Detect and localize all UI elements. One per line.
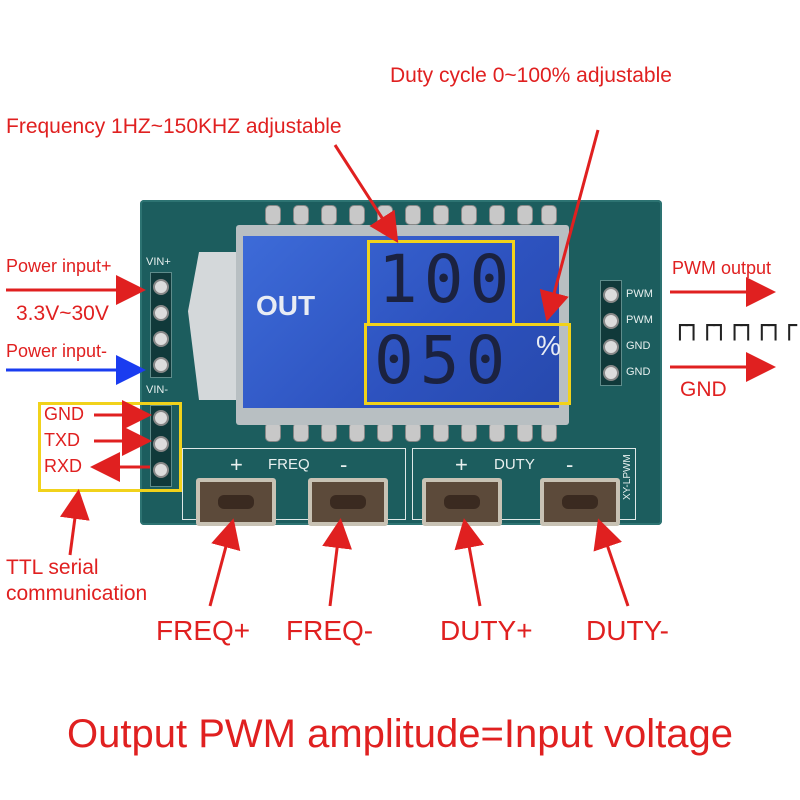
serial-pin-header xyxy=(150,405,172,487)
duty-minus-button-arrow xyxy=(593,518,630,607)
freq-plus-button-arrow xyxy=(208,518,241,607)
power-input-minus-label: Power input- xyxy=(6,341,108,361)
duty-cycle-annotation: Duty cycle 0~100% adjustable xyxy=(390,64,672,87)
freq-button-group xyxy=(182,448,406,520)
duty-minus-silk: - xyxy=(566,452,574,477)
duty-plus-silk: + xyxy=(455,452,468,477)
voltage-range-label: 3.3V~30V xyxy=(16,302,109,325)
pin xyxy=(603,339,619,355)
ttl-serial-label: TTL serial xyxy=(6,556,99,579)
pwm-output-label: PWM output xyxy=(672,258,772,278)
rxd-label: RXD xyxy=(44,456,83,476)
pin-label-pwm-1: PWM xyxy=(626,288,653,300)
freq-minus-label: FREQ- xyxy=(286,615,374,646)
freq-minus-button-arrow xyxy=(322,518,352,607)
txd-label: TXD xyxy=(44,430,80,450)
pin xyxy=(603,313,619,329)
freq-plus-button[interactable] xyxy=(196,478,276,526)
duty-minus-button[interactable] xyxy=(540,478,620,526)
duty-silk-label: DUTY xyxy=(494,456,535,473)
lcd-duty-value: 050 xyxy=(374,322,512,399)
duty-arrow xyxy=(539,129,600,322)
pin-label-pwm-2: PWM xyxy=(626,314,653,326)
freq-minus-button[interactable] xyxy=(308,478,388,526)
pin xyxy=(603,365,619,381)
frequency-arrow xyxy=(333,144,399,244)
communication-label: communication xyxy=(6,582,148,605)
duty-plus-label: DUTY+ xyxy=(440,615,533,646)
freq-minus-silk: - xyxy=(340,452,348,477)
freq-plus-label: FREQ+ xyxy=(156,615,251,646)
vin-plus-label: VIN+ xyxy=(146,256,171,268)
power-pin-header xyxy=(150,272,172,378)
pin-label-gnd-1: GND xyxy=(626,340,651,352)
power-input-plus-label: Power input+ xyxy=(6,256,112,276)
duty-button-group xyxy=(412,448,636,520)
pin xyxy=(153,436,169,452)
lcd-percent-sign: % xyxy=(536,330,561,361)
lcd-out-label: OUT xyxy=(256,290,316,321)
freq-silk-label: FREQ xyxy=(268,456,310,473)
pin xyxy=(603,287,619,303)
gnd-output-label: GND xyxy=(680,378,727,401)
square-wave-icon: ┌┐┌┐┌┐┌┐┌ xyxy=(672,311,797,341)
output-pin-header xyxy=(600,280,622,386)
duty-minus-label: DUTY- xyxy=(586,615,669,646)
gnd-serial-label: GND xyxy=(44,404,84,424)
lcd-top-connector xyxy=(265,205,557,225)
pin xyxy=(153,410,169,426)
freq-plus-silk: + xyxy=(230,452,243,477)
ttl-arrow xyxy=(59,489,90,556)
duty-plus-button-arrow xyxy=(454,518,485,607)
vin-minus-label: VIN- xyxy=(146,384,168,396)
frequency-annotation: Frequency 1HZ~150KHZ adjustable xyxy=(6,115,342,138)
duty-highlight-box xyxy=(364,323,571,405)
pin-label-gnd-2: GND xyxy=(626,366,651,378)
lcd-frequency-value: 100 xyxy=(378,241,516,318)
footer-caption: Output PWM amplitude=Input voltage xyxy=(67,712,733,756)
serial-highlight-box xyxy=(38,402,182,492)
pin xyxy=(153,331,169,347)
lcd-screen xyxy=(243,236,559,408)
pin xyxy=(153,357,169,373)
pin xyxy=(153,305,169,321)
pin xyxy=(153,279,169,295)
pin xyxy=(153,462,169,478)
backlight-diffuser xyxy=(188,252,243,400)
